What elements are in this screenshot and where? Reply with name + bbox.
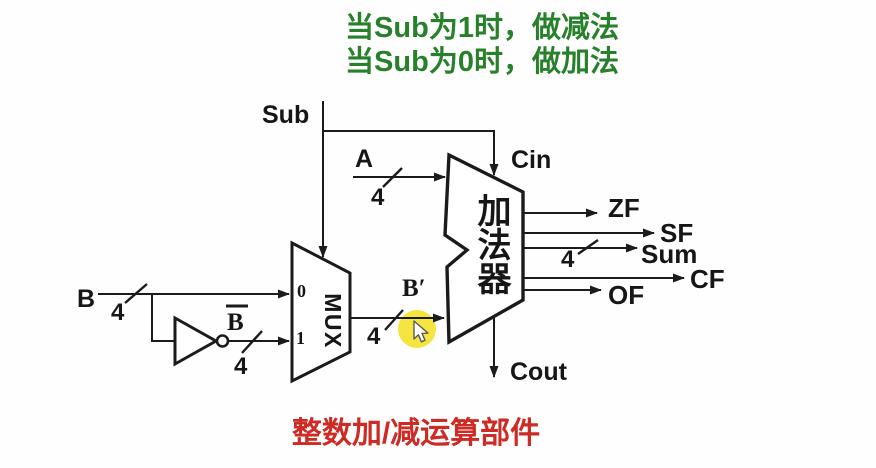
not-gate-bubble (215, 334, 230, 348)
zf-label: ZF (608, 193, 640, 223)
note-line-2: 当Sub为0时，做加法 (345, 46, 619, 78)
sub-to-cin-wire (323, 130, 499, 176)
a-label: A (355, 145, 373, 173)
cf-label: CF (690, 264, 725, 294)
caption-title: 整数加/减运算部件 (291, 417, 541, 450)
annotation-green-note: 当Sub为1时，做减法 当Sub为0时，做加法 (282, 11, 682, 79)
adder-component-label: 加法器 (472, 193, 510, 295)
mux-port-0-label: 0 (297, 281, 306, 301)
not-gate-shape (173, 315, 220, 367)
sf-label: SF (660, 218, 693, 248)
b-prime-bus-width: 4 (367, 323, 381, 350)
cout-label: Cout (510, 358, 568, 386)
b-bus-width: 4 (111, 299, 125, 326)
mux-port-1-label: 1 (296, 328, 305, 348)
note-line-1: 当Sub为1时，做减法 (345, 12, 619, 44)
b-complement-label: B (227, 309, 244, 336)
a-bus-slash (382, 167, 403, 188)
a-bus-width: 4 (371, 184, 385, 211)
sub-label: Sub (262, 101, 309, 129)
b-branch-wire (151, 294, 174, 342)
b-label: B (77, 285, 95, 313)
mux-shape (290, 240, 352, 384)
b-prime-bus-slash (384, 309, 404, 331)
cin-label: Cin (511, 146, 551, 174)
of-label: OF (608, 280, 644, 310)
b-not-bus-width: 4 (234, 353, 248, 380)
mux-component-label: MUX (320, 293, 346, 349)
sum-bus-width: 4 (561, 246, 575, 273)
b-not-bus-slash (241, 330, 263, 354)
adder-shape (443, 152, 525, 345)
mouse-cursor-icon (413, 320, 429, 343)
b-bus-slash (124, 283, 148, 304)
b-prime-label: B′ (402, 275, 426, 302)
sum-bus-slash (577, 239, 599, 255)
sum-label: Sum (641, 239, 697, 269)
